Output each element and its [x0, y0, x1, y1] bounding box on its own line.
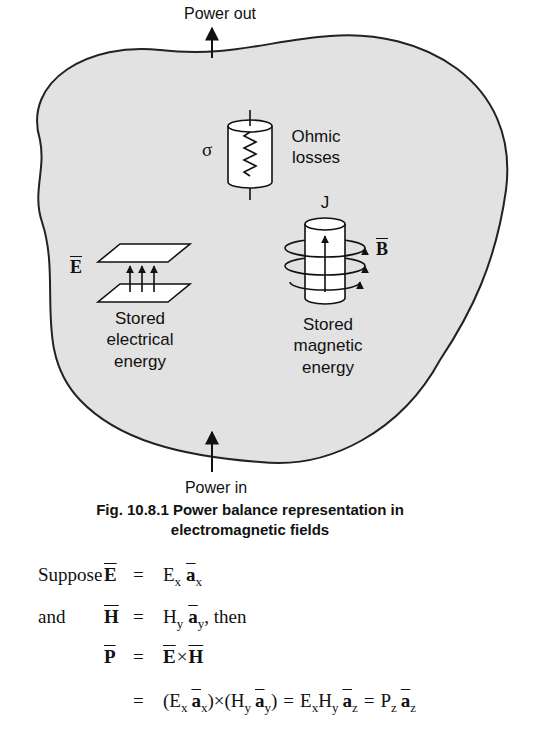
vector-symbol: H	[188, 646, 203, 668]
equation-line: =	[133, 646, 144, 668]
inductor-cylinder	[285, 218, 365, 304]
subscript: y	[177, 616, 184, 632]
subscript: y	[265, 700, 272, 716]
element-label: Stored magnetic energy	[280, 314, 376, 378]
equation-line: P	[104, 646, 116, 668]
vector-symbol: a	[342, 690, 352, 712]
vector-symbol: a	[401, 690, 411, 712]
equation-text: =	[133, 690, 144, 712]
subscript: z	[391, 700, 397, 716]
subscript: x	[312, 700, 319, 716]
equation-line: =	[133, 564, 144, 586]
subscript: z	[352, 700, 358, 716]
field-symbol: E	[64, 256, 88, 279]
equation-text: ×	[177, 646, 188, 668]
equation-text: Suppose	[38, 564, 102, 586]
subscript: z	[410, 700, 416, 716]
equation-line: Hyay, then	[163, 606, 246, 632]
equation-text: H	[163, 606, 177, 628]
power-label: Power out	[165, 4, 275, 24]
conductivity-symbol: σ	[195, 138, 219, 162]
equation-text: =	[283, 690, 294, 712]
vector-symbol: E	[104, 564, 117, 586]
resistor-cylinder	[228, 110, 272, 200]
vector-symbol: E	[163, 646, 176, 668]
region-blob	[37, 35, 507, 463]
equation-text: =	[364, 690, 375, 712]
equation-line: E	[104, 564, 117, 586]
equation-text: E	[300, 690, 312, 712]
element-label: Stored electrical energy	[88, 308, 192, 372]
equation-text: )	[271, 690, 277, 712]
power-in-arrow	[211, 432, 213, 472]
capacitor-plates	[98, 244, 190, 302]
subscript: y	[332, 700, 339, 716]
equation-line: and	[38, 606, 65, 628]
equation-text: =	[133, 564, 144, 586]
equation-line: E×H	[163, 646, 203, 668]
equation-text: =	[133, 646, 144, 668]
equation-text: , then	[204, 606, 246, 628]
figure-caption: Fig. 10.8.1 Power balance representation…	[40, 500, 460, 539]
vector-symbol: a	[255, 690, 265, 712]
equation-text: H	[318, 690, 332, 712]
vector-symbol: a	[191, 690, 201, 712]
equation-line: (Exax)×(Hyay)=ExHyaz=Pzaz	[163, 690, 416, 716]
subscript: x	[196, 574, 203, 590]
equation-text: E	[163, 564, 175, 586]
equation-text: (E	[163, 690, 181, 712]
equation-text: and	[38, 606, 65, 628]
power-label: Power in	[161, 478, 271, 498]
subscript: x	[175, 574, 182, 590]
equation-text: P	[380, 690, 391, 712]
subscript: x	[201, 700, 208, 716]
power-out-arrow	[211, 28, 213, 58]
equation-line: H	[104, 606, 119, 628]
subscript: y	[198, 616, 205, 632]
vector-symbol: a	[186, 564, 196, 586]
equation-line: =	[133, 606, 144, 628]
equation-text: =	[133, 606, 144, 628]
vector-symbol: H	[104, 606, 119, 628]
equation-text: )×(H	[207, 690, 244, 712]
subscript: x	[181, 700, 188, 716]
element-label: Ohmic losses	[274, 126, 358, 169]
current-symbol: J	[313, 192, 337, 213]
subscript: y	[245, 700, 252, 716]
equation-line: =	[133, 690, 144, 712]
field-symbol: B	[370, 238, 394, 261]
equation-line: Suppose	[38, 564, 102, 586]
vector-symbol: P	[104, 646, 116, 668]
equation-line: Exax	[163, 564, 202, 590]
vector-symbol: a	[188, 606, 198, 628]
